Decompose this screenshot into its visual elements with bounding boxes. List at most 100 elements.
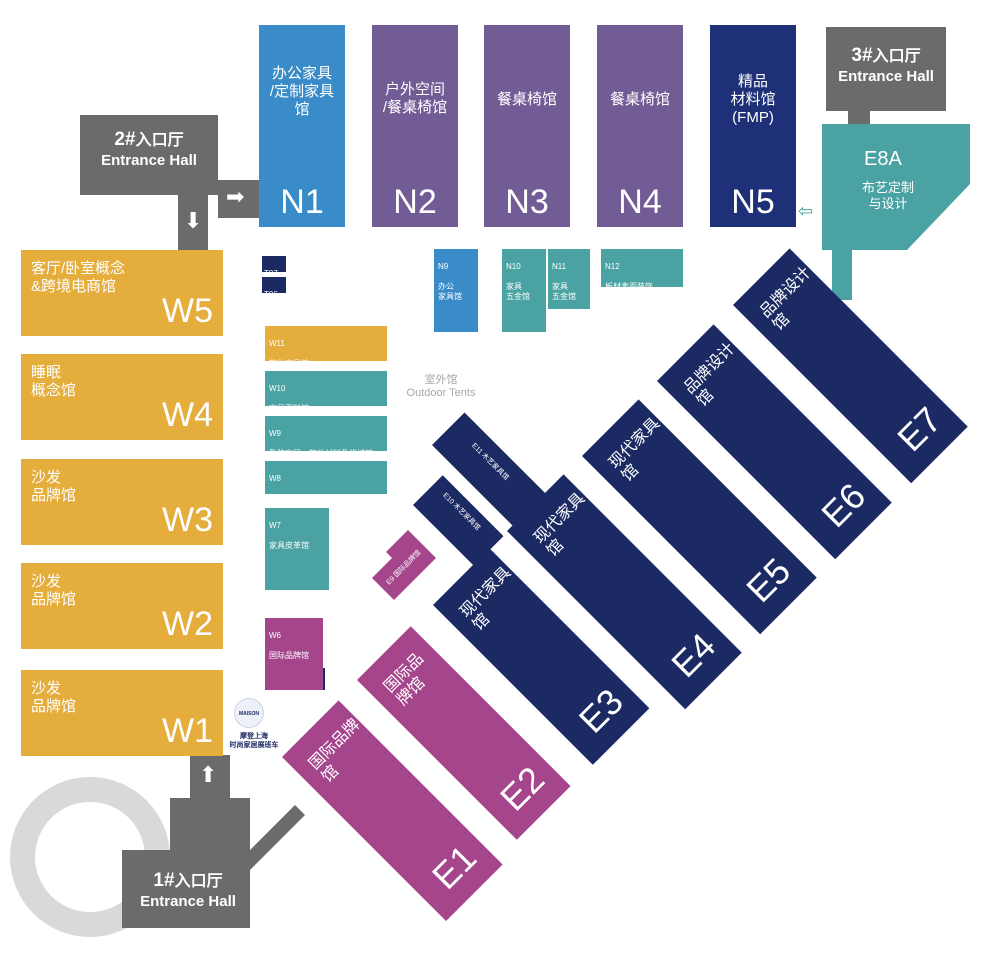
entrance-zh: 入口厅 bbox=[872, 48, 921, 65]
hall-name: 家具面料馆 bbox=[269, 494, 309, 503]
e8a-code: E8A bbox=[864, 148, 902, 170]
hall-code: W2 bbox=[162, 605, 213, 643]
hall-code: W1 bbox=[162, 712, 213, 750]
hall-w9[interactable]: W9 乳胶家居、软体材料及机械馆 bbox=[265, 416, 387, 458]
hall-code: W4 bbox=[162, 396, 213, 434]
hall-code: W8 bbox=[269, 474, 281, 483]
entrance-en: Entrance Hall bbox=[140, 893, 236, 910]
hall-name: E10 木艺家具馆 bbox=[441, 491, 482, 532]
hall-name: 家具 五金馆 bbox=[506, 282, 530, 301]
hall-name: E11 木艺家具馆 bbox=[470, 442, 510, 482]
outdoor-en: Outdoor Tents bbox=[406, 387, 476, 399]
hall-code: W3 bbox=[162, 501, 213, 539]
hall-n12[interactable]: N12 板材表面装饰 和化工馆 bbox=[601, 249, 683, 301]
entrance-en: Entrance Hall bbox=[838, 68, 934, 85]
hall-n10[interactable]: N10 家具 五金馆 bbox=[502, 249, 546, 332]
hall-code: W11 bbox=[269, 339, 285, 348]
arrow-up-icon: ⬆ bbox=[199, 762, 218, 787]
hall-code: N2 bbox=[393, 183, 437, 221]
entrance-number: 1# bbox=[153, 870, 175, 891]
hall-name: 办公家具 /定制家具 馆 bbox=[269, 65, 335, 118]
hall-name: 办公 家具馆 bbox=[438, 282, 462, 301]
hall-w11[interactable]: W11 软体家具馆 bbox=[265, 326, 387, 368]
hall-w2[interactable]: 沙发 品牌馆 W2 bbox=[21, 563, 223, 649]
connector bbox=[178, 195, 208, 250]
hall-name: 现代家具馆 bbox=[457, 563, 515, 634]
hall-w8[interactable]: W8 家具面料馆 bbox=[265, 461, 387, 503]
hall-code: N4 bbox=[618, 183, 662, 221]
entrance-1-structure bbox=[122, 798, 305, 928]
hall-name: 餐桌椅馆 bbox=[496, 91, 557, 108]
outdoor-tents-label: 室外馆 Outdoor Tents bbox=[396, 374, 486, 400]
maison-logo: MAISON bbox=[234, 698, 264, 728]
hall-name: 餐桌椅馆 bbox=[609, 91, 670, 108]
hall-n9[interactable]: N9 办公 家具馆 bbox=[434, 249, 478, 332]
hall-n4[interactable]: 餐桌椅馆 N4 bbox=[597, 25, 683, 227]
arrow-down-icon: ⬇ bbox=[184, 208, 203, 233]
outdoor-zh: 室外馆 bbox=[424, 374, 458, 386]
arrow-left-icon: ⇦ bbox=[798, 201, 814, 221]
hall-code: W6 bbox=[269, 631, 281, 640]
hall-name: 睡眠 概念馆 bbox=[31, 364, 77, 399]
hall-code: W5 bbox=[162, 292, 213, 330]
entrance-zh: 入口厅 bbox=[174, 873, 223, 890]
hall-code: E5 bbox=[738, 550, 799, 611]
hall-e9[interactable] bbox=[372, 530, 442, 610]
hall-name: 品牌设计馆 bbox=[681, 339, 739, 410]
entrance-hall-2[interactable]: 2#入口厅 Entrance Hall bbox=[80, 115, 218, 195]
maison-caption: 摩登上海 时尚家居展班车 bbox=[229, 733, 279, 749]
hall-w7[interactable]: W7 家具皮革馆 bbox=[265, 508, 329, 590]
hall-n3[interactable]: 餐桌椅馆 N3 bbox=[484, 25, 570, 227]
hall-code: N5 bbox=[731, 183, 775, 221]
hall-code: W7 bbox=[269, 521, 281, 530]
tent-code: T01 bbox=[307, 686, 321, 695]
hall-name: 家具皮革馆 bbox=[269, 541, 309, 550]
hall-n11[interactable]: N11 家具 五金馆 bbox=[548, 249, 590, 309]
hall-n2[interactable]: 户外空间 /餐桌椅馆 N2 bbox=[372, 25, 458, 227]
hall-name: 家具面料馆 bbox=[269, 404, 309, 413]
hall-code: E4 bbox=[663, 625, 724, 686]
hall-name: 客厅/卧室概念 &跨境电商馆 bbox=[31, 260, 126, 295]
hall-code: W9 bbox=[269, 429, 281, 438]
hall-code: N1 bbox=[280, 183, 324, 221]
hall-name: 家具 五金馆 bbox=[552, 282, 576, 301]
hall-w6[interactable]: W6 国际品牌馆 bbox=[265, 618, 323, 690]
hall-n5[interactable]: 精品 材料馆 (FMP) N5 bbox=[710, 25, 796, 227]
hall-name: 沙发 品牌馆 bbox=[31, 469, 77, 504]
tent-t06[interactable]: T06 bbox=[262, 277, 286, 299]
hall-w5[interactable]: 客厅/卧室概念 &跨境电商馆 W5 bbox=[21, 250, 223, 336]
hall-name: 国际品牌馆 bbox=[381, 650, 429, 709]
hall-code: E6 bbox=[813, 475, 874, 536]
hall-code: N9 bbox=[438, 262, 449, 271]
hall-name: 软体家具馆 bbox=[269, 359, 309, 368]
entrance-hall-1[interactable]: 1#入口厅 Entrance Hall bbox=[126, 862, 250, 928]
hall-code: E2 bbox=[492, 758, 553, 819]
connector bbox=[190, 755, 230, 800]
hall-w1[interactable]: 沙发 品牌馆 W1 bbox=[21, 670, 223, 756]
hall-name: 户外空间 /餐桌椅馆 bbox=[382, 81, 448, 116]
tent-t07[interactable]: T07 bbox=[262, 256, 286, 278]
hall-name: 沙发 品牌馆 bbox=[31, 573, 77, 608]
hall-w4[interactable]: 睡眠 概念馆 W4 bbox=[21, 354, 223, 440]
entrance-number: 3# bbox=[851, 45, 873, 66]
hall-name: 现代家具馆 bbox=[606, 414, 664, 485]
arrow-right-icon: ➡ bbox=[226, 184, 245, 209]
connector bbox=[832, 250, 852, 300]
hall-code: N11 bbox=[552, 262, 567, 271]
entrance-hall-3[interactable]: 3#入口厅 Entrance Hall bbox=[826, 27, 946, 111]
tent-code: T06 bbox=[264, 290, 278, 299]
hall-e8a[interactable] bbox=[822, 124, 972, 264]
hall-w10[interactable]: W10 家具面料馆 bbox=[265, 371, 387, 413]
hall-w3[interactable]: 沙发 品牌馆 W3 bbox=[21, 459, 223, 545]
hall-name: 国际品牌馆 bbox=[269, 651, 309, 660]
hall-code: E3 bbox=[570, 680, 631, 741]
hall-code: E1 bbox=[424, 836, 485, 898]
hall-name: 沙发 品牌馆 bbox=[31, 680, 77, 715]
hall-code: N12 bbox=[605, 262, 620, 271]
entrance-zh: 入口厅 bbox=[135, 132, 184, 149]
hall-name: 品牌设计馆 bbox=[757, 263, 815, 334]
hall-n1[interactable]: 办公家具 /定制家具 馆 N1 bbox=[259, 25, 345, 227]
hall-code: N3 bbox=[505, 183, 549, 221]
hall-name: 板材表面装饰 和化工馆 bbox=[605, 282, 653, 301]
